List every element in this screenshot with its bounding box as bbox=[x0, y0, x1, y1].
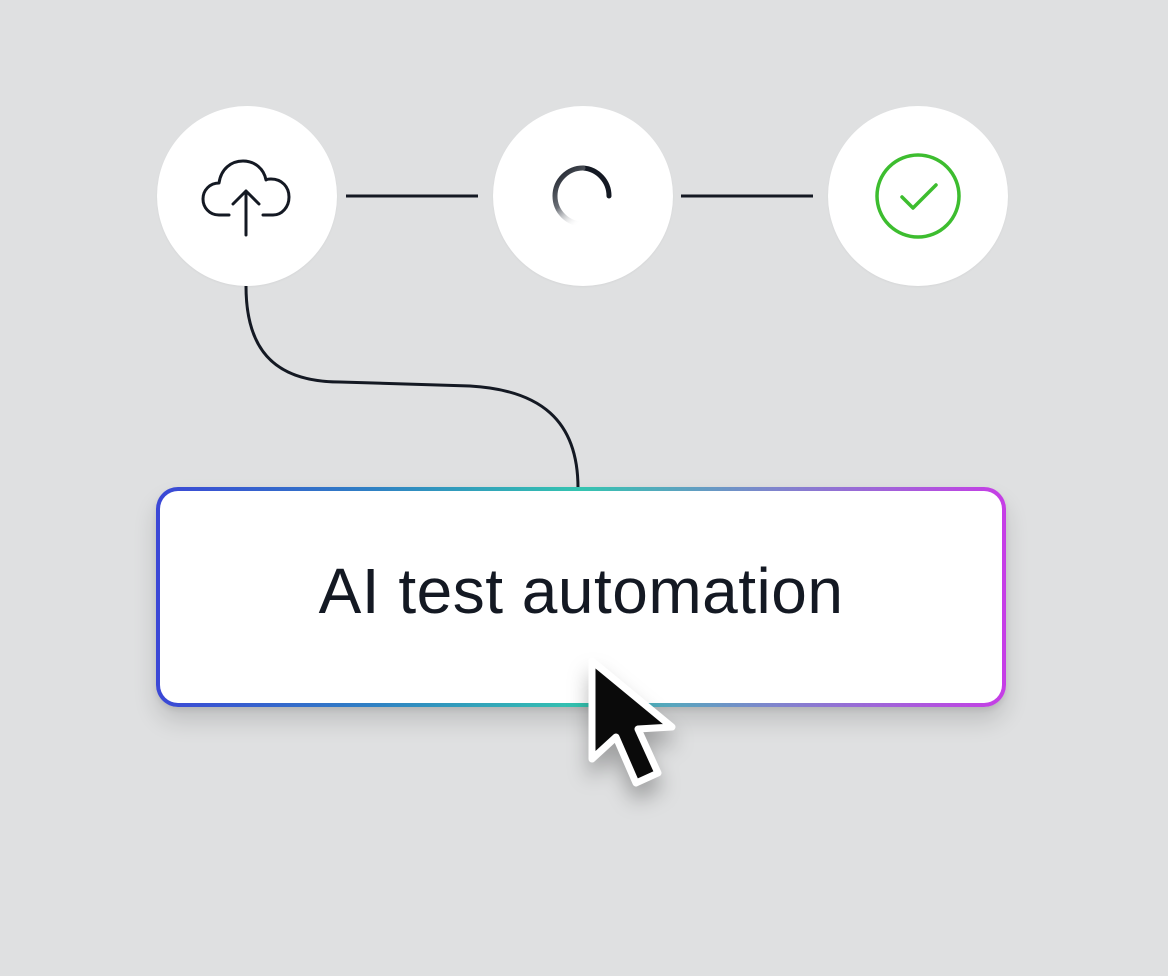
step-upload bbox=[157, 106, 337, 286]
step-processing bbox=[493, 106, 673, 286]
step-complete bbox=[828, 106, 1008, 286]
mouse-pointer-icon bbox=[588, 657, 676, 787]
check-circle-icon bbox=[875, 153, 961, 239]
loading-spinner-icon bbox=[552, 165, 612, 227]
cta-label: AI test automation bbox=[318, 555, 844, 627]
connector-upload-to-cta bbox=[244, 285, 580, 489]
cloud-upload-icon bbox=[201, 159, 291, 237]
cta-button-surface[interactable]: AI test automation bbox=[160, 491, 1002, 703]
ai-test-automation-button[interactable]: AI test automation bbox=[156, 487, 1006, 707]
